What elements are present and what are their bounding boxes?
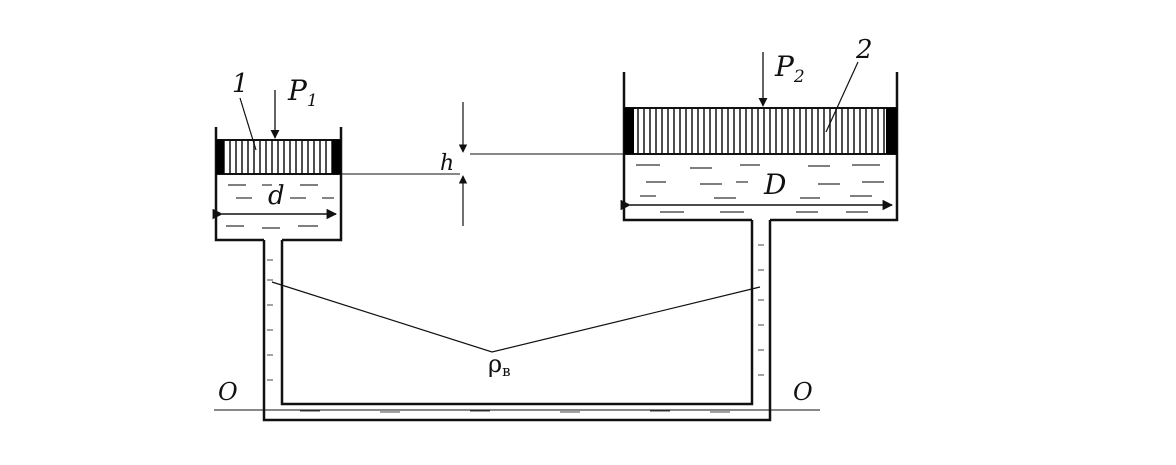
diameter-large-label: D [763,168,786,201]
piston-1-number: 1 [232,69,249,99]
piston-1-seal-left [216,140,224,174]
large-cylinder [622,72,899,222]
diameter-small-label: d [268,181,285,211]
piston-2 [625,107,897,155]
datum-label-right: O [793,378,813,406]
piston-2-number: 2 [855,35,873,65]
small-cylinder [214,127,343,242]
density-leader-lines [271,281,761,353]
piston-1-seal-right [332,140,341,174]
piston-2-seal-left [624,108,634,154]
connecting-tube [262,220,772,422]
height-label: h [440,151,454,176]
force-p2-label: P2 [774,50,805,87]
large-cylinder-liquid [636,164,884,213]
datum-label-left: O [218,378,238,406]
piston-1 [217,139,340,175]
piston-2-leader [825,61,859,133]
piston-1-leader [239,97,257,151]
small-cylinder-liquid [226,184,334,229]
tube-inner-wall [280,220,754,406]
piston-2-seal-right [886,108,897,154]
tube-outer-wall [262,220,772,422]
force-p1-label: P1 [287,74,318,111]
tube-liquid-ticks [267,244,764,413]
density-label: ρв [488,350,511,380]
